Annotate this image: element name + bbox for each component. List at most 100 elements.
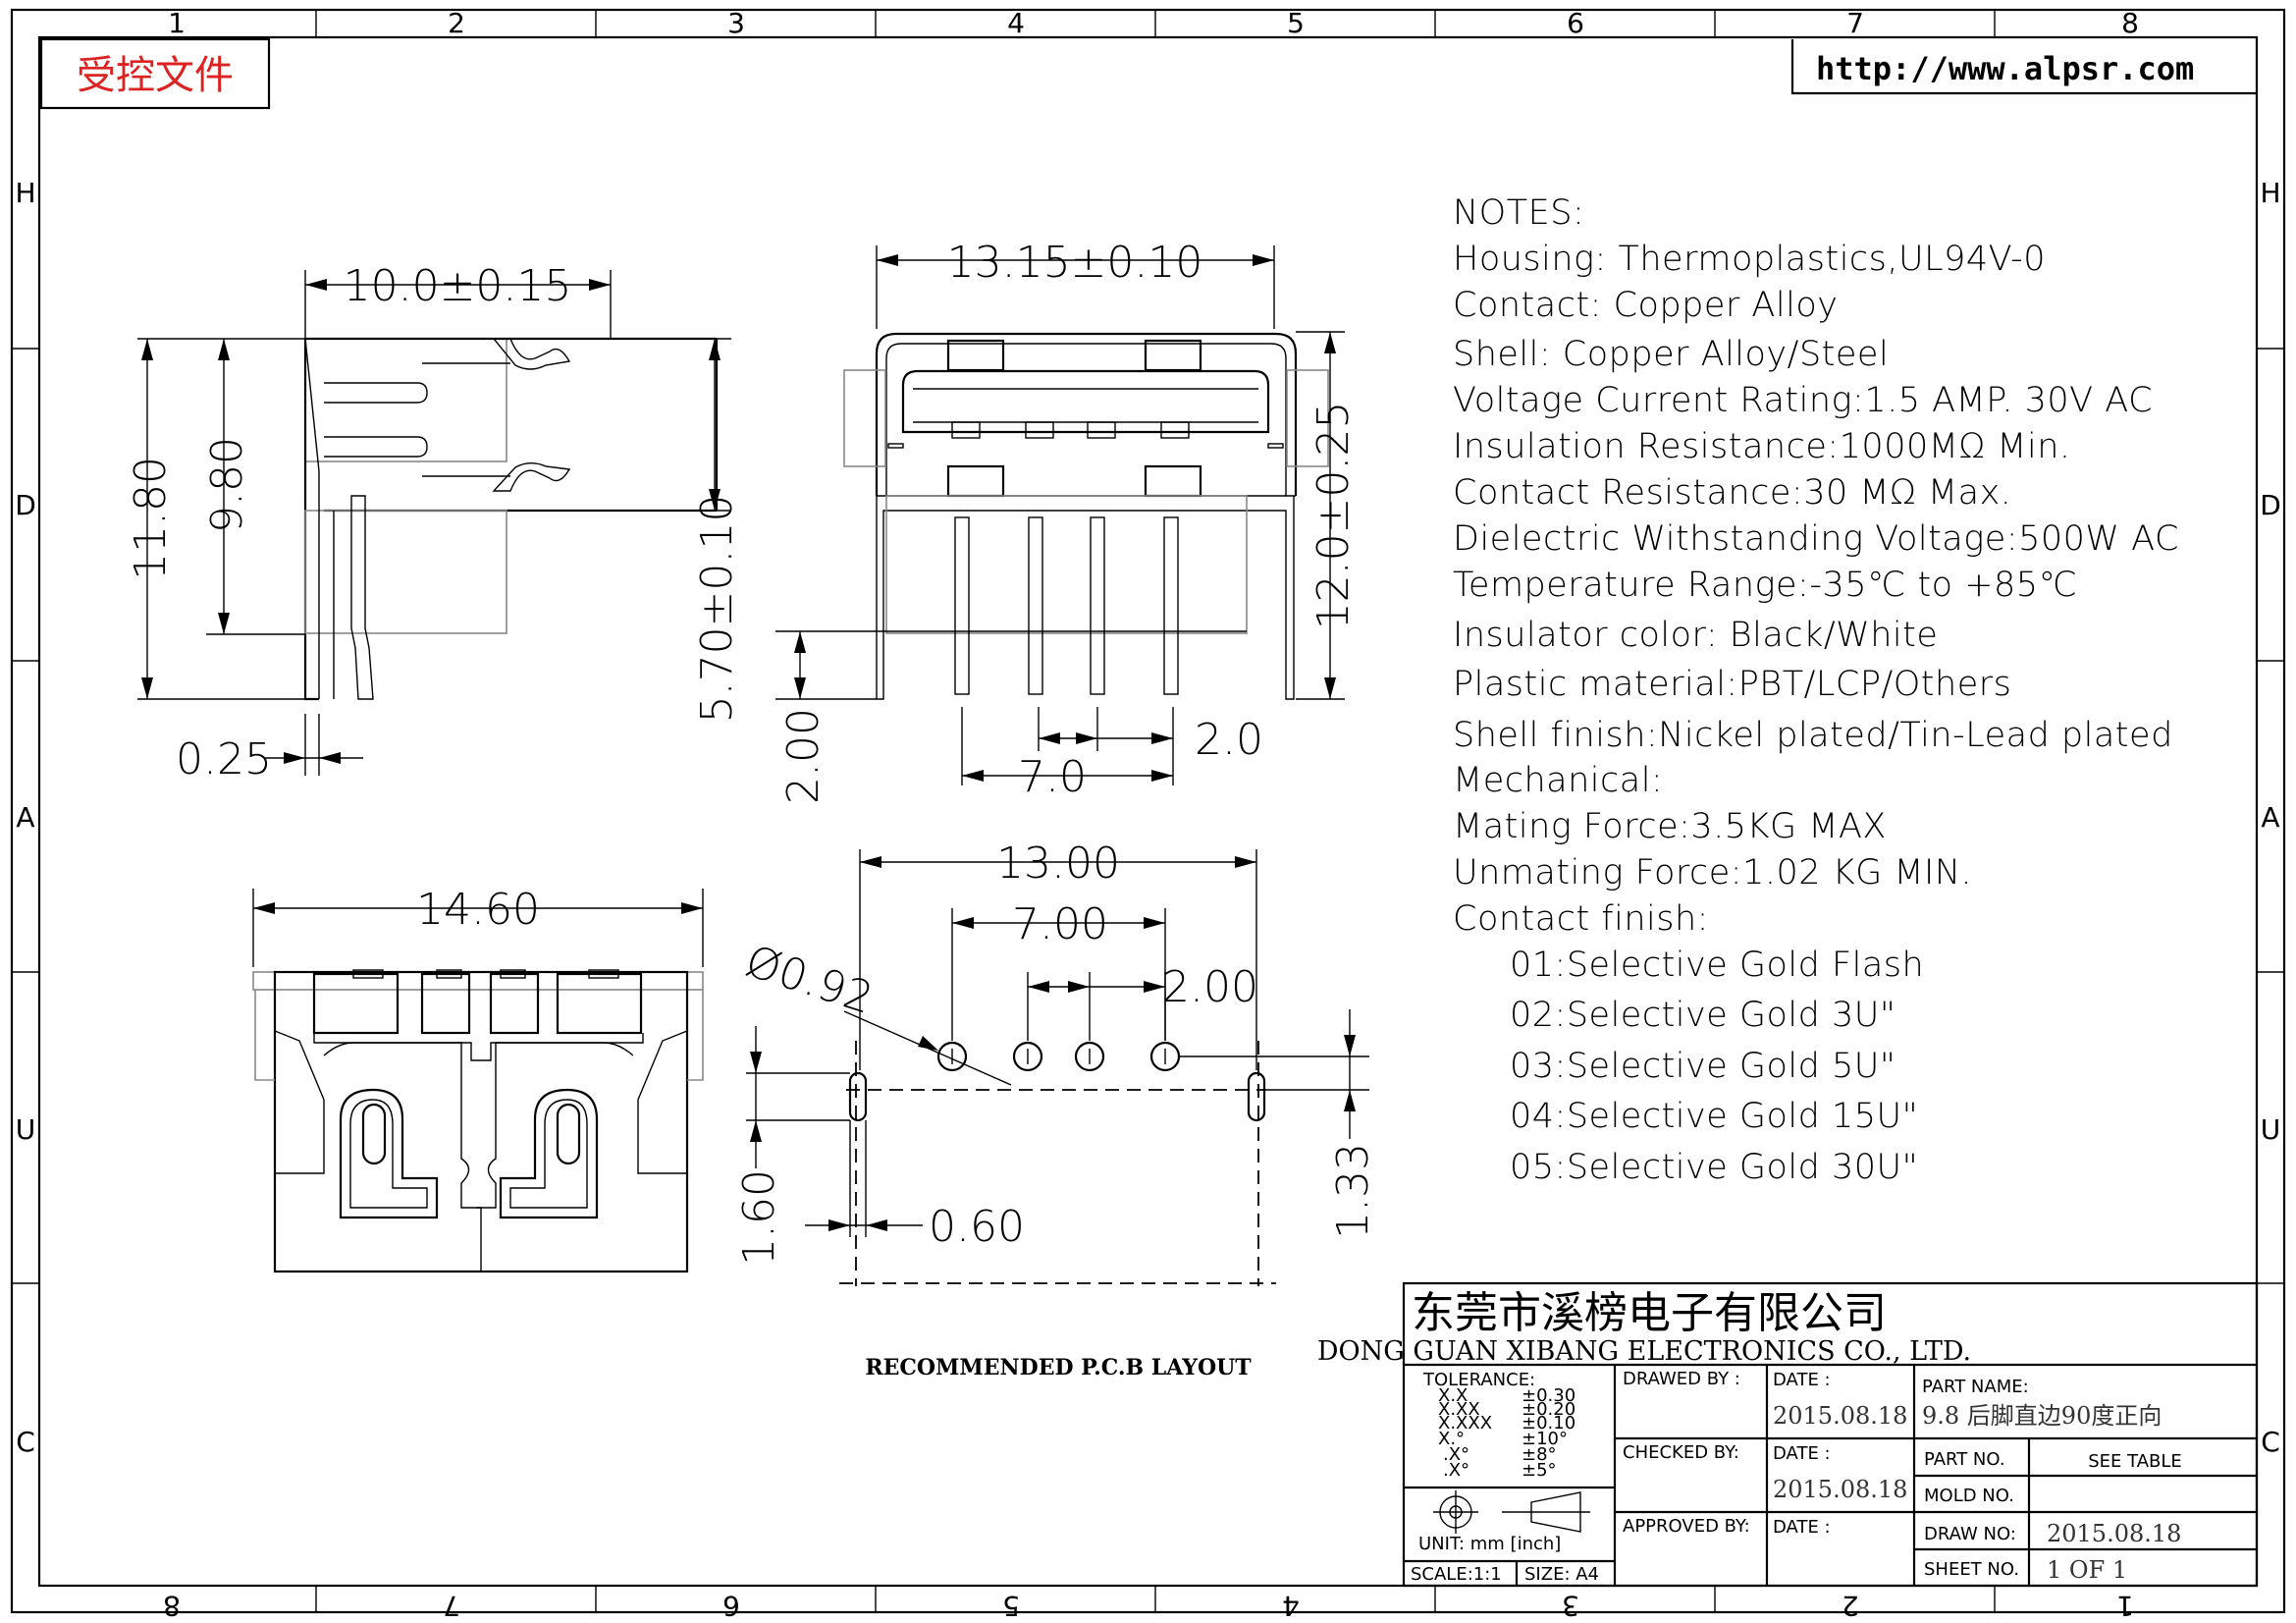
note-line: Housing: Thermoplastics,UL94V-0 <box>1453 240 2046 279</box>
tolerance-key: X.° <box>1438 1429 1465 1449</box>
note-line: Unmating Force:1.02 KG MIN. <box>1453 853 1972 893</box>
drawn-date: 2015.08.18 <box>1773 1402 1907 1430</box>
grid-left-a: A <box>16 801 34 834</box>
dim-pcb-width: 13.00 <box>996 839 1120 889</box>
date-label: DATE : <box>1773 1517 1831 1538</box>
dim-side-height-inner: 9.80 <box>202 437 252 533</box>
tolerance-key: .X° <box>1443 1444 1469 1465</box>
dim-pcb-row-offset: 1.60 <box>734 1169 784 1266</box>
grid-bottom-4: 4 <box>1282 1590 1300 1622</box>
note-line: Mechanical: <box>1453 761 1663 800</box>
note-line: Voltage Current Rating:1.5 AMP. 30V AC <box>1453 381 2153 420</box>
company-name-cn: 东莞市溪榜电子有限公司 <box>1412 1288 1887 1338</box>
tolerance-value: ±5° <box>1522 1460 1557 1481</box>
note-line: Plastic material:PBT/LCP/Others <box>1453 665 2011 704</box>
side-view-dimensions: 10.0±0.15 11.80 9.80 0.25 5.70±0.10 <box>126 261 742 784</box>
tolerance-value: ±10° <box>1522 1429 1568 1449</box>
part-name-value: 9.8 后脚直边90度正向 <box>1922 1402 2162 1430</box>
draw-no-value: 2015.08.18 <box>2047 1520 2181 1547</box>
grid-top-5: 5 <box>1287 7 1305 39</box>
grid-left-u: U <box>16 1113 36 1146</box>
finish-line: 03:Selective Gold 5U" <box>1510 1047 1896 1086</box>
tolerance-value: ±0.10 <box>1522 1413 1575 1434</box>
dim-bottom-width: 14.60 <box>416 885 540 935</box>
outer-border <box>10 8 2286 1614</box>
grid-top-2: 2 <box>448 7 465 39</box>
pcb-hole-3 <box>1074 1041 1105 1072</box>
unit-label: UNIT: mm [inch] <box>1418 1534 1561 1554</box>
note-line: Insulation Resistance:1000MΩ Min. <box>1453 427 2071 466</box>
front-view <box>843 332 1329 700</box>
pcb-dimensions: 13.00 7.00 2.00 Ø0.92 1.60 0.60 <box>734 839 1378 1266</box>
grid-top-3: 3 <box>727 7 745 39</box>
grid-left-d: D <box>15 489 36 521</box>
grid-bottom-5: 5 <box>1002 1590 1020 1622</box>
grid-right-c: C <box>2261 1426 2280 1458</box>
grid-top-7: 7 <box>1846 7 1864 39</box>
mold-no-label: MOLD NO. <box>1924 1486 2014 1506</box>
grid-left-h: H <box>15 177 35 209</box>
pcb-layout <box>839 1041 1276 1286</box>
bottom-view <box>252 969 704 1273</box>
side-view <box>303 337 719 701</box>
note-line: Mating Force:3.5KG MAX <box>1453 807 1887 846</box>
scale-label: SCALE:1:1 <box>1411 1564 1502 1585</box>
finish-line: 05:Selective Gold 30U" <box>1510 1148 1918 1187</box>
grid-right-d: D <box>2260 489 2281 521</box>
dim-lead-thickness: 0.25 <box>176 734 272 784</box>
date-label: DATE : <box>1773 1370 1831 1390</box>
grid-bottom-8: 8 <box>163 1590 181 1622</box>
dim-side-height-total: 11.80 <box>126 457 176 580</box>
dim-side-width: 10.0±0.15 <box>344 261 572 311</box>
sheet-no-value: 1 OF 1 <box>2047 1556 2127 1584</box>
grid-top-1: 1 <box>168 7 186 39</box>
controlled-doc-stamp: 受控文件 <box>77 53 234 98</box>
grid-right-u: U <box>2261 1113 2281 1146</box>
bottom-view-dimensions: 14.60 <box>252 885 704 967</box>
tolerance-value: ±0.20 <box>1522 1399 1575 1420</box>
grid-bottom-1: 1 <box>2116 1590 2134 1622</box>
grid-bottom-2: 2 <box>1842 1590 1859 1622</box>
grid-bottom-7: 7 <box>443 1590 460 1622</box>
dim-pcb-slot-width: 0.60 <box>929 1202 1025 1252</box>
grid-right-h: H <box>2260 177 2280 209</box>
grid-labels: 1 2 3 4 5 6 7 8 8 7 6 5 4 3 2 1 H D A U … <box>15 7 2281 1622</box>
tolerance-value: ±8° <box>1522 1444 1557 1465</box>
pcb-hole-2 <box>1012 1041 1043 1072</box>
dim-front-pin-pitch: 2.0 <box>1195 715 1263 765</box>
dim-front-height: 12.0±0.25 <box>1308 402 1359 630</box>
note-line: Dielectric Withstanding Voltage:500W AC <box>1453 519 2179 559</box>
sheet-no-label: SHEET NO. <box>1924 1559 2019 1580</box>
tolerance-key: X.XX <box>1438 1399 1480 1420</box>
grid-ticks <box>12 10 2284 1612</box>
inner-border <box>37 35 2259 1588</box>
note-line: Insulator color: Black/White <box>1453 616 1938 655</box>
dim-pcb-slot-offset: 1.33 <box>1328 1143 1378 1239</box>
checked-date: 2015.08.18 <box>1773 1476 1907 1503</box>
note-line: Temperature Range:-35℃ to +85℃ <box>1453 566 2077 605</box>
title-block: 东莞市溪榜电子有限公司 DONG GUAN XIBANG ELECTRONICS… <box>1317 1281 2259 1588</box>
url-link[interactable]: http://www.alpsr.com <box>1816 50 2194 87</box>
dim-side-5-70: 5.70±0.10 <box>692 495 742 724</box>
dim-pcb-hole-dia: Ø0.92 <box>740 936 880 1023</box>
pcb-slot-right <box>1247 1071 1266 1122</box>
draw-no-label: DRAW NO: <box>1924 1524 2016 1544</box>
note-line: Shell: Copper Alloy/Steel <box>1453 335 1889 374</box>
notes-title: NOTES: <box>1453 193 1584 233</box>
tolerance-value: ±0.30 <box>1522 1385 1575 1406</box>
note-line: Contact Resistance:30 MΩ Max. <box>1453 473 2011 513</box>
drawn-by-label: DRAWED BY : <box>1623 1369 1740 1389</box>
note-line: Contact finish: <box>1453 899 1709 939</box>
pcb-hole-1 <box>936 1041 968 1072</box>
part-no-value: SEE TABLE <box>2088 1451 2182 1472</box>
dim-front-width: 13.15±0.10 <box>947 238 1203 288</box>
finish-line: 01:Selective Gold Flash <box>1510 946 1924 985</box>
part-no-label: PART NO. <box>1924 1449 2005 1470</box>
checked-by-label: CHECKED BY: <box>1623 1442 1739 1463</box>
tolerance-key: .X° <box>1443 1460 1469 1481</box>
url-box <box>1790 39 2257 95</box>
dim-pcb-pin-pitch: 2.00 <box>1162 962 1258 1012</box>
company-name-en: DONG GUAN XIBANG ELECTRONICS CO., LTD. <box>1317 1336 1971 1367</box>
date-label: DATE : <box>1773 1443 1831 1464</box>
